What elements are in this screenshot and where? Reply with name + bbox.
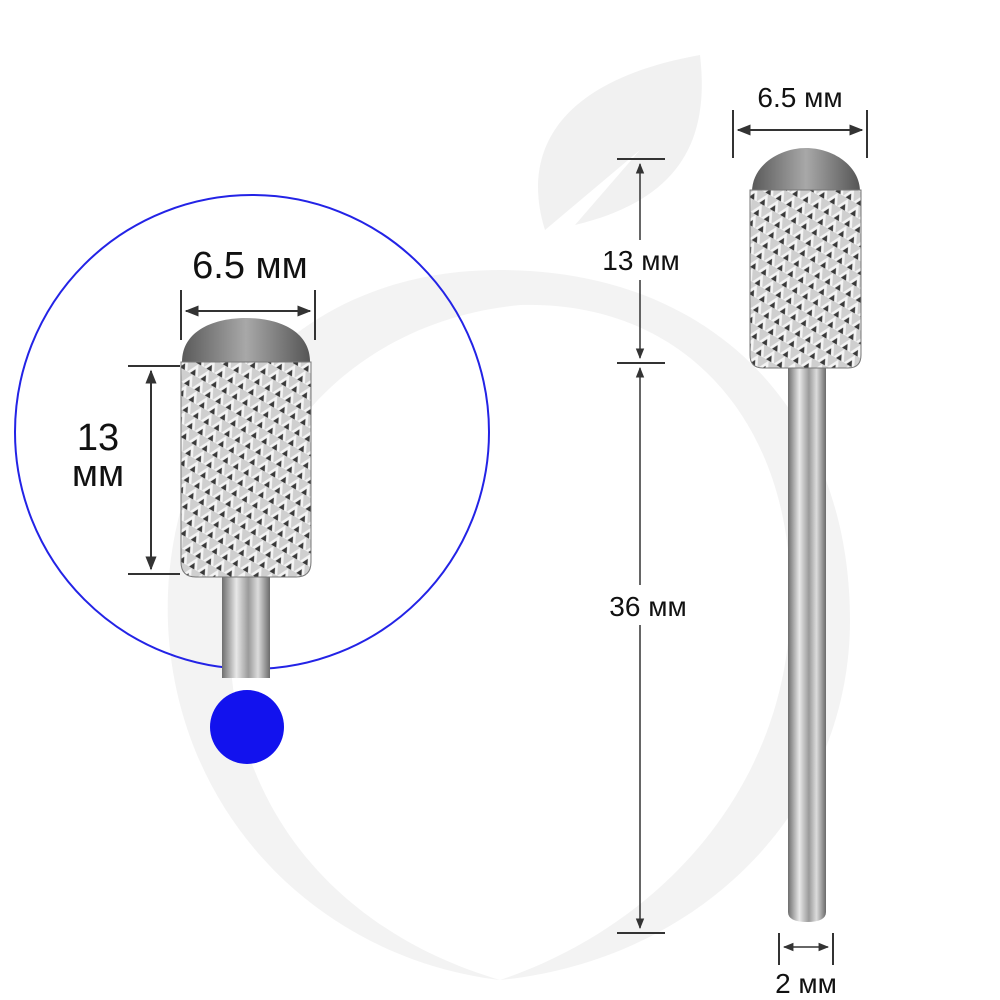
full-view: 6.5 мм 13 мм 36 мм 2 мм [602,82,868,999]
detail-length-unit: мм [72,453,124,495]
head-length-label: 13 мм [602,245,679,276]
watermark-logo [167,55,851,980]
head-width-label: 6.5 мм [757,82,842,113]
color-swatch-blue [210,690,284,764]
detail-view: 6.5 мм 13 мм [14,194,490,764]
full-bit-image [749,148,862,922]
detail-width-label: 6.5 мм [192,245,308,287]
detail-length-value: 13 [77,417,119,459]
shank-diameter-label: 2 мм [775,968,837,999]
shank-length-label: 36 мм [609,591,686,622]
detail-bit-image [180,318,312,678]
